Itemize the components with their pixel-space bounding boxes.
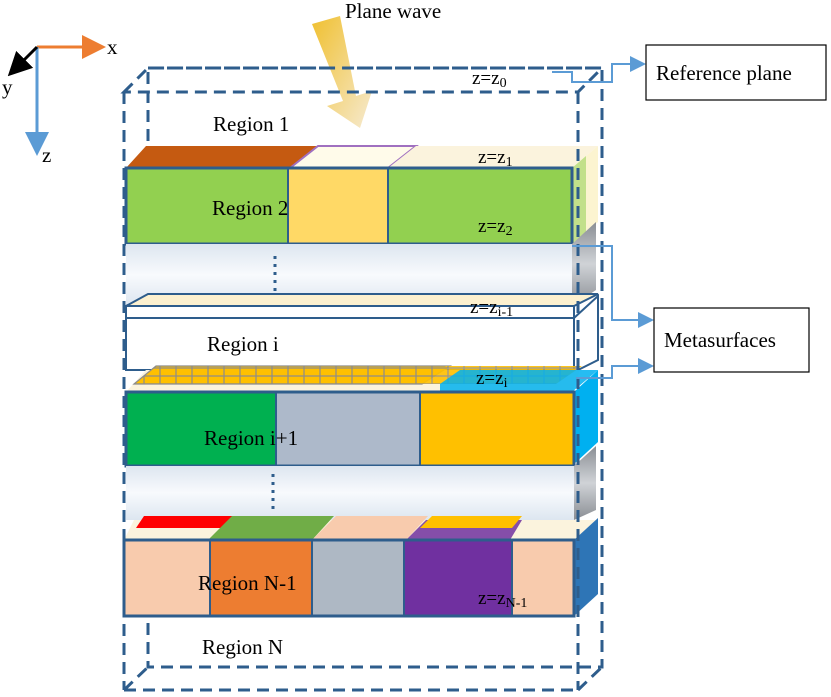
- coordinate-axes: x y z: [2, 35, 118, 167]
- reference-plane-z0: [120, 66, 606, 94]
- x-axis-label: x: [107, 35, 118, 59]
- region-i1-label: Region i+1: [204, 426, 298, 450]
- metasurface-layer-3: [122, 516, 598, 618]
- metasurfaces-callout: Metasurfaces: [572, 245, 810, 379]
- plane-wave-arrow: [312, 16, 372, 128]
- region-n-label: Region N: [202, 635, 283, 659]
- metasurfaces-label: Metasurfaces: [664, 328, 776, 352]
- plane-z1-label: z=z1: [478, 147, 513, 170]
- metasurface-layer-2: [124, 365, 598, 468]
- metasurface-layer-1: [124, 145, 598, 246]
- plane-z2-label: z=z2: [478, 216, 513, 239]
- region-i-box: [125, 293, 599, 374]
- plane-zi-1-label: z=zi-1: [470, 297, 513, 320]
- region-2-label: Region 2: [212, 196, 288, 220]
- region-i-label: Region i: [207, 332, 279, 356]
- region-n1-label: Region N-1: [198, 571, 297, 595]
- outer-frame-back: [146, 66, 604, 669]
- y-axis-arrow: [7, 45, 39, 77]
- region-1-label: Region 1: [213, 112, 289, 136]
- plane-zi-label: z=zi: [476, 368, 508, 391]
- plane-z0-label: z=z0: [472, 68, 507, 91]
- reference-plane-label: Reference plane: [656, 61, 792, 85]
- gap-2: [126, 446, 596, 520]
- plane-zi-1: [125, 293, 599, 319]
- z-axis-label: z: [42, 143, 51, 167]
- outer-frame-front: [122, 92, 604, 692]
- plane-wave-label: Plane wave: [345, 0, 441, 23]
- reference-plane-callout: Reference plane: [552, 44, 827, 101]
- plane-zn1-label: z=zN-1: [478, 588, 527, 611]
- y-axis-label: y: [2, 75, 13, 99]
